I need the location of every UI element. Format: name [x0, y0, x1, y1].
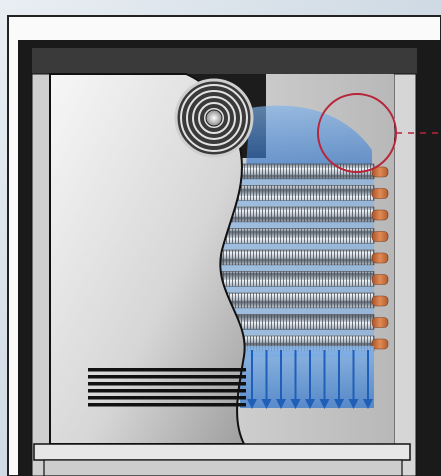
coil-fin-row — [222, 315, 374, 330]
vent-slot — [88, 375, 246, 379]
copper-tube-bend — [372, 318, 388, 328]
coil-fin-row — [222, 207, 374, 222]
copper-tube-bend — [372, 189, 388, 199]
vent-slot — [88, 403, 246, 407]
airflow-bottom — [240, 346, 374, 408]
copper-tube-bend — [372, 339, 388, 349]
coil-fin-row — [222, 186, 374, 201]
coil-air-gap — [222, 179, 374, 185]
fan-icon — [176, 80, 252, 156]
copper-tube-bend — [372, 232, 388, 242]
copper-tube-bend — [372, 253, 388, 263]
coil-fin-row — [222, 293, 374, 308]
coil-air-gap — [222, 287, 374, 293]
coil-fin-row — [222, 250, 374, 265]
copper-tube-bend — [372, 210, 388, 220]
copper-tube-bend — [372, 296, 388, 306]
coil-air-gap — [222, 222, 374, 228]
coil-air-gap — [222, 330, 374, 336]
coil-fin-row — [222, 272, 374, 287]
bottom-shelf — [34, 444, 410, 476]
vent-slot — [88, 389, 246, 393]
vent-slot — [88, 368, 246, 372]
vent-slot — [88, 396, 246, 400]
coil-air-gap — [222, 244, 374, 250]
copper-tube-ends — [372, 167, 388, 349]
evaporator-coil — [222, 164, 374, 357]
coil-air-gap — [222, 201, 374, 207]
copper-tube-bend — [372, 275, 388, 285]
coil-air-gap — [222, 308, 374, 314]
vent-slot — [88, 382, 246, 386]
coil-air-gap — [222, 265, 374, 271]
coil-fin-row — [222, 229, 374, 244]
fan-hub — [206, 110, 222, 126]
